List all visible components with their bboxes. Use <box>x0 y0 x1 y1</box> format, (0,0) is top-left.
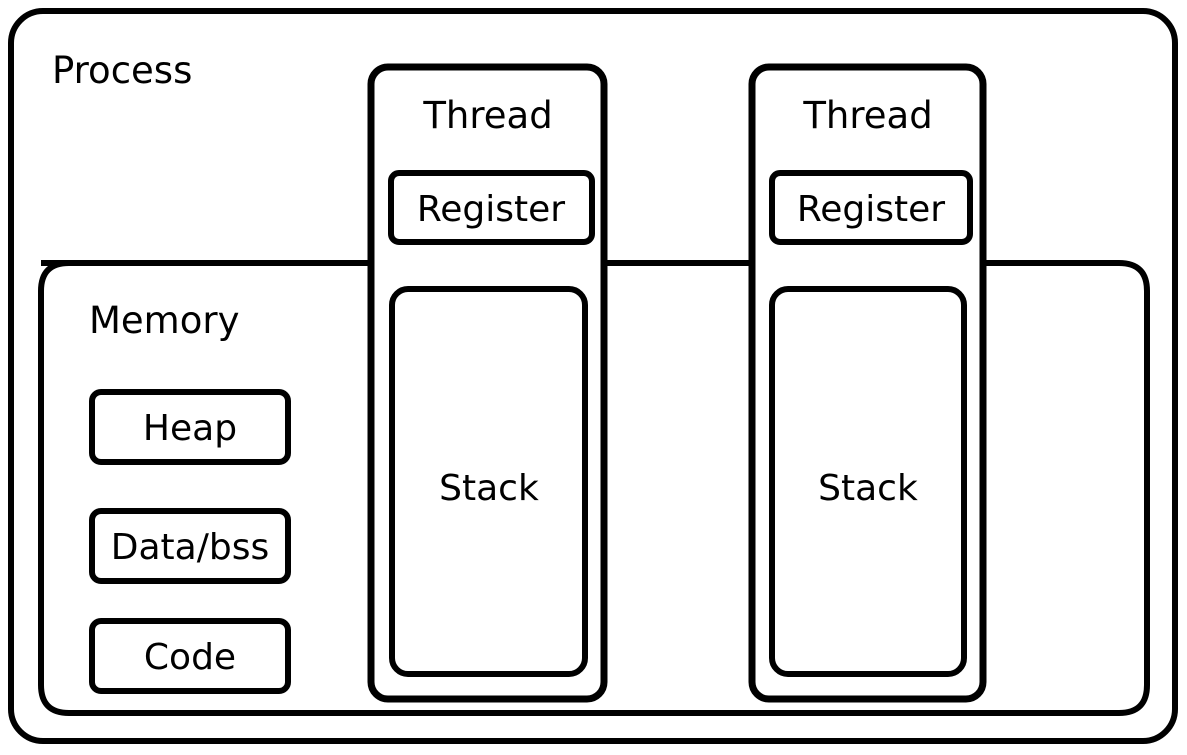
stack-label-2: Stack <box>818 468 918 509</box>
thread-label-2: Thread <box>802 94 932 137</box>
memory-label: Memory <box>89 299 239 342</box>
thread-label-1: Thread <box>422 94 552 137</box>
heap-label: Heap <box>143 408 237 449</box>
code-box[interactable] <box>89 618 291 694</box>
register-box-1[interactable] <box>388 170 595 245</box>
register-label-2: Register <box>797 189 945 230</box>
process-label: Process <box>52 49 192 92</box>
heap-box[interactable] <box>89 389 291 465</box>
register-label-1: Register <box>417 189 565 230</box>
data-bss-box[interactable] <box>89 508 291 584</box>
code-label: Code <box>144 637 236 678</box>
stack-box-1[interactable] <box>389 286 588 677</box>
stack-box-2[interactable] <box>769 286 967 677</box>
data-bss-label: Data/bss <box>111 527 269 568</box>
register-box-2[interactable] <box>769 170 973 245</box>
stack-label-1: Stack <box>439 468 539 509</box>
